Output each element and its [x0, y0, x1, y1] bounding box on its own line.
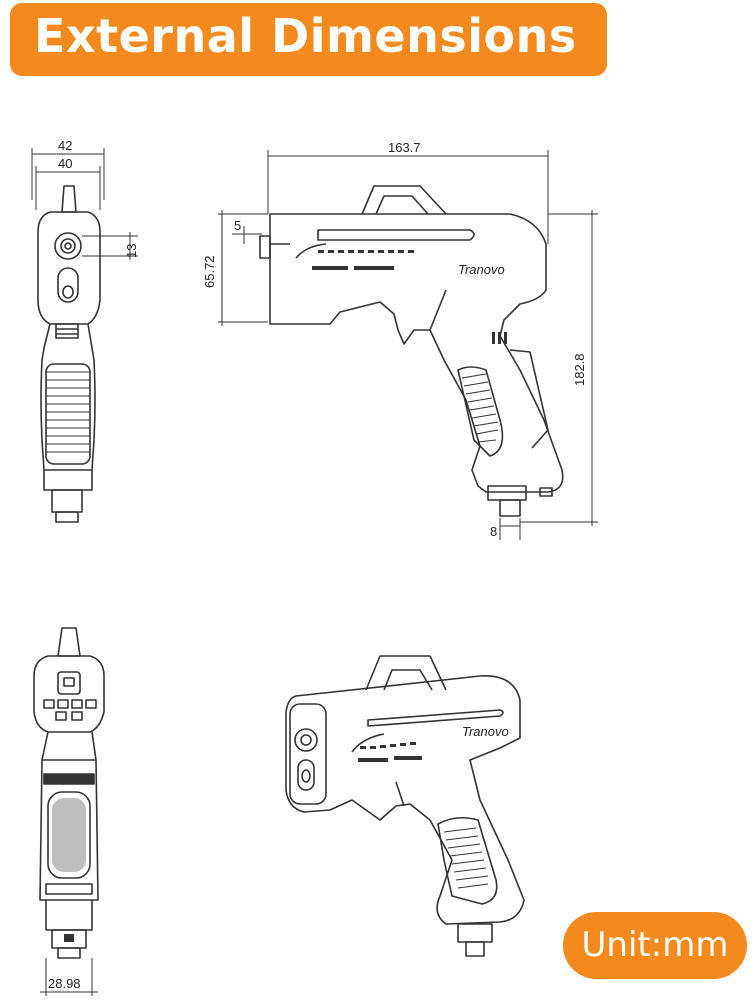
title-banner: External Dimensions [10, 3, 607, 76]
dim-side-length: 163.7 [388, 140, 421, 155]
back-view [33, 627, 105, 959]
dim-lens-height: 13 [124, 244, 139, 258]
dim-front-outer-width: 42 [58, 138, 72, 153]
side-brand-mark: Tranovo [458, 262, 505, 277]
page-title: External Dimensions [34, 9, 577, 63]
dim-head-height: 65.72 [202, 255, 217, 288]
dim-total-height: 182.8 [572, 353, 587, 386]
side-view [259, 185, 564, 517]
unit-label: Unit:mm [581, 925, 729, 965]
perspective-view [285, 655, 525, 957]
dim-front-inner-width: 40 [58, 156, 72, 171]
dim-nozzle-offset: 5 [234, 218, 241, 233]
dim-back-width: 28.98 [48, 976, 81, 991]
front-view [37, 185, 101, 523]
back-dimension-lines [40, 958, 98, 996]
dim-base-width: 8 [490, 524, 497, 539]
side-dimension-lines [218, 150, 598, 540]
perspective-brand-mark: Tranovo [462, 724, 509, 739]
front-dimension-lines [31, 148, 138, 260]
unit-badge: Unit:mm [563, 912, 747, 979]
